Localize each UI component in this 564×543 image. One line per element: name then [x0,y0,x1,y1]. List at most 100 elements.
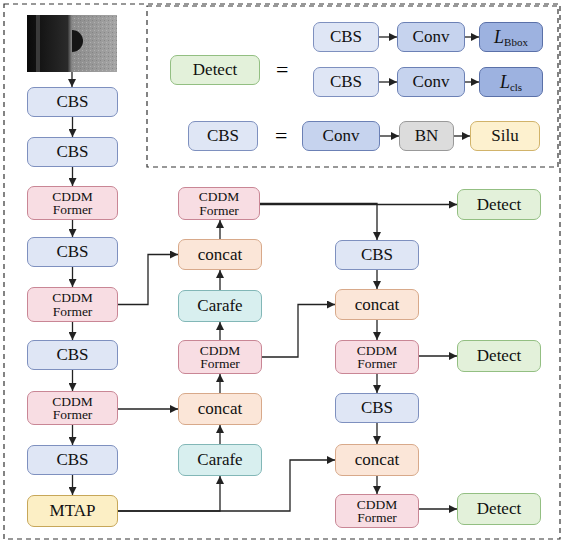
flow-arrow [219,322,220,340]
block-name: CBS [56,93,88,111]
block-name: Conv [413,28,450,46]
cddm-former-block: CDDM Former [27,391,118,425]
block-name: L [494,28,504,47]
flow-arrow [380,135,399,136]
cddm-former-block: CDDM Former [178,340,262,374]
block-name: Detect [477,347,521,365]
block-name: CDDM Former [190,190,248,216]
block-name: Conv [413,73,450,91]
block-name: CBS [330,73,362,91]
block-name: Detect [477,500,521,518]
carafe-block: Carafe [178,444,262,476]
block-name: CDDM Former [348,498,406,524]
subscript-text: cls [510,82,522,94]
cbs-block: CBS [27,237,118,267]
flow-arrow [72,267,73,287]
cbs-block: CBS [27,340,118,370]
block-name: BN [415,127,439,145]
flow-arrow [376,320,377,340]
loss-block: Lcls [479,67,543,97]
flow-arrow [72,425,73,445]
flow-arrow [379,36,397,37]
equals-sign: = [276,59,288,81]
cbs-block: CBS [27,87,118,117]
concat-block: concat [335,444,419,476]
cbs-block: CBS [188,121,258,151]
cbs-block: CBS [335,393,419,423]
conv-block: Conv [302,121,380,151]
block-name: CDDM Former [44,190,102,216]
flow-arrow [454,135,470,136]
flow-arrow [419,508,457,509]
concat-block: concat [178,393,262,425]
detect-block: Detect [457,189,541,220]
block-name: Silu [491,127,518,145]
cbs-block: CBS [27,445,118,475]
flow-arrow [465,81,479,82]
block-name: CDDM Former [348,344,406,370]
flow-arrow [219,425,220,444]
block-name: Detect [193,61,237,79]
cddm-former-block: CDDM Former [335,340,419,374]
cbs-block: CBS [313,67,379,97]
flow-arrow [260,204,457,205]
flow-arrow [376,270,377,289]
cddm-former-block: CDDM Former [27,186,118,220]
cbs-block: CBS [335,240,419,270]
flow-arrow [72,322,73,340]
cbs-block: CBS [27,137,118,167]
block-name: CBS [330,28,362,46]
flow-arrow [72,370,73,391]
block-name: L [500,73,510,92]
outer-dashed-frame [4,4,560,539]
flow-arrow [72,475,73,495]
block-name: concat [355,451,399,469]
detect-block: Detect [457,493,541,525]
carafe-block: Carafe [178,290,262,322]
block-name: CBS [361,246,393,264]
flow-arrow [219,374,220,393]
flow-arrow [118,408,178,409]
flow-arrow [72,117,73,137]
block-name: concat [198,246,242,264]
silu-block: Silu [470,121,540,151]
subscript-text: Bbox [504,37,528,49]
equals-sign: = [275,125,287,147]
flow-arrow [118,255,178,305]
flow-arrow [262,305,335,358]
detect-block: Detect [170,55,260,85]
block-name: CBS [56,346,88,364]
cbs-block: CBS [313,22,379,52]
flow-arrow [219,270,220,290]
block-name: Carafe [197,297,242,315]
flow-arrow [260,204,377,241]
block-name: concat [355,296,399,314]
concat-block: concat [335,289,419,320]
block-name: CDDM Former [44,395,102,421]
block-name: CBS [361,399,393,417]
flow-arrow [376,423,377,444]
block-name: concat [198,400,242,418]
flow-arrow [379,81,397,82]
flow-arrow [219,220,220,239]
block-name: CBS [207,127,239,145]
flow-arrow [419,355,457,356]
input-arrow [71,72,72,87]
block-name: CDDM Former [44,291,102,317]
loss-block: LBbox [479,22,543,52]
flow-arrow [118,476,220,511]
input-image [27,15,117,72]
block-name: CBS [56,143,88,161]
block-name: Carafe [197,451,242,469]
cddm-former-block: CDDM Former [335,494,419,528]
bn-block: BN [399,121,454,151]
mtap-block: MTAP [27,495,118,527]
block-name: Detect [477,196,521,214]
flow-arrow [465,36,479,37]
concat-block: concat [178,239,262,270]
flow-arrow [118,460,335,511]
conv-block: Conv [397,22,465,52]
block-name: CBS [56,451,88,469]
block-name: Conv [323,127,360,145]
